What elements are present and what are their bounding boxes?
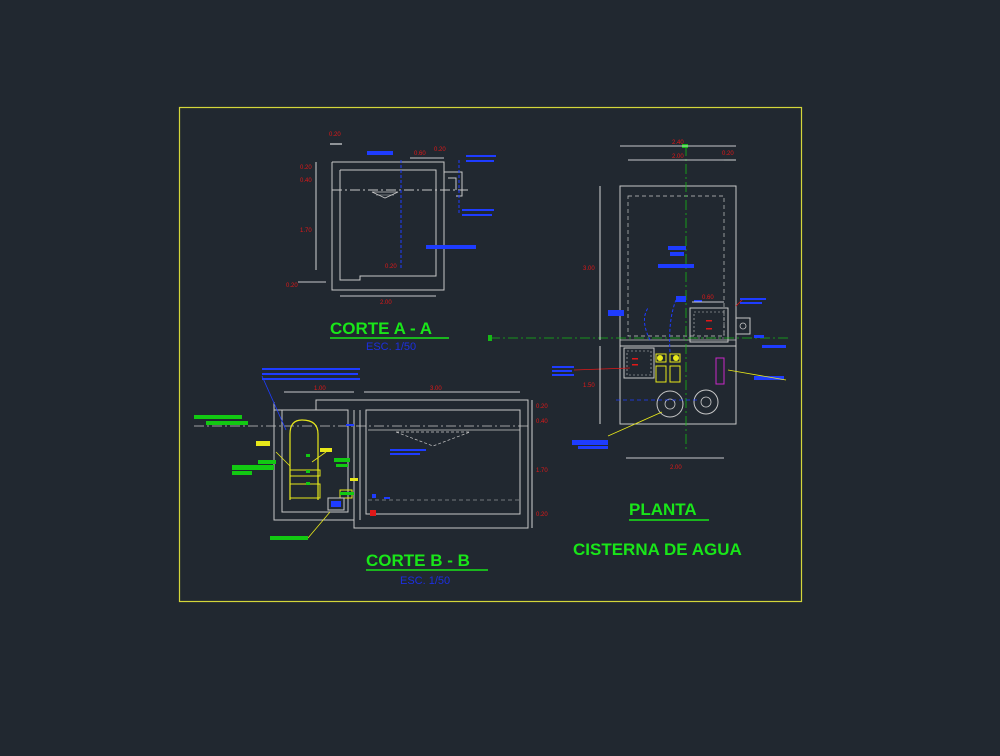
plan-dim-bottom-width: 2.00 xyxy=(670,465,682,471)
sheet-frame xyxy=(178,106,803,603)
section-b-dim-right-2: 0.40 xyxy=(536,419,548,425)
section-b-dim-right-1: 0.20 xyxy=(536,404,548,410)
plan-dim-top-total: 2.40 xyxy=(672,140,684,146)
section-a-scale: ESC. 1/50 xyxy=(366,341,416,353)
section-a-dim-bottom-inner: 0.20 xyxy=(385,264,397,270)
section-b-dim-left-width: 1.00 xyxy=(314,386,326,392)
section-a-dim-top-right: 0.20 xyxy=(434,147,446,153)
plan-dim-left-lower: 1.50 xyxy=(583,383,595,389)
section-a-dim-left-1: 0.20 xyxy=(300,165,312,171)
section-a-dim-bottom-left: 0.20 xyxy=(286,283,298,289)
section-a-title: CORTE A - A xyxy=(330,319,432,338)
section-a-dim-left-2: 0.40 xyxy=(300,178,312,184)
section-b-dim-right-width: 3.00 xyxy=(430,386,442,392)
section-b-dim-right-3: 1.70 xyxy=(536,468,548,474)
plan-dim-top-inner: 2.00 xyxy=(672,154,684,160)
section-b-dim-right-4: 0.20 xyxy=(536,512,548,518)
plan-drawing xyxy=(488,144,790,459)
plan-dim-left-upper: 3.00 xyxy=(583,266,595,272)
section-b-title: CORTE B - B xyxy=(366,551,470,570)
plan-dim-top-right: 0.20 xyxy=(722,151,734,157)
section-b-scale: ESC. 1/50 xyxy=(400,575,450,587)
plan-dim-pump-offset: 0.60 xyxy=(702,295,714,301)
section-a-dim-top-mid: 0.60 xyxy=(414,151,426,157)
section-a-dim-bottom-width: 2.00 xyxy=(380,300,392,306)
section-a-drawing xyxy=(298,143,496,297)
plan-title: PLANTA xyxy=(629,500,697,519)
section-b-drawing xyxy=(194,368,533,540)
section-a-dim-top-left: 0.20 xyxy=(329,132,341,138)
section-a-dim-left-3: 1.70 xyxy=(300,228,312,234)
drawing-title: CISTERNA DE AGUA xyxy=(573,540,742,559)
